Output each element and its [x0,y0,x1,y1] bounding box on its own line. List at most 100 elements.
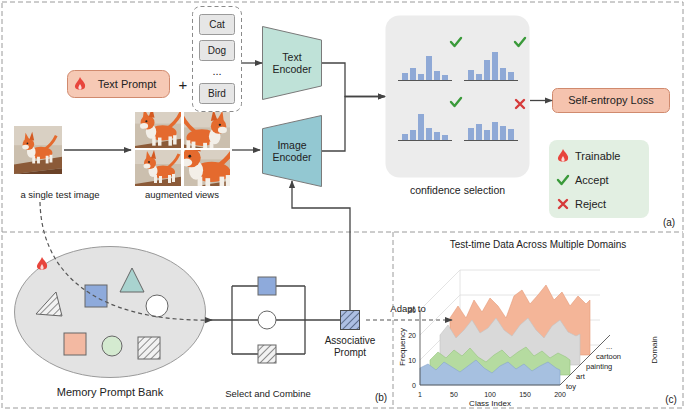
prompt-bank-shape [15,247,206,378]
augmented-view [174,102,238,166]
flame-icon [40,264,43,270]
histogram [476,124,482,140]
prompt-box: Text Prompt [67,70,170,98]
flame-icon [558,149,568,162]
flow-connector [322,63,385,97]
cross-icon [559,200,567,208]
encoder-block-label: Image Encoder [265,139,319,163]
legend-box [549,140,649,218]
domain-label: toy [566,383,576,391]
tick-label: 100 [484,391,496,398]
associative-prompt-outline [340,310,360,330]
dashed-arrow [40,202,452,320]
chart-grid [420,270,600,310]
prompt-token [102,336,122,356]
histogram [468,128,474,140]
cartoon-series [450,285,590,355]
image-caption: a single test image [20,190,99,200]
selected-token [258,311,276,329]
flame-icon [75,77,85,90]
histogram [500,68,506,80]
selection-panel-outline [385,15,530,178]
panel-tag: (a) [663,218,675,228]
histogram [418,114,424,140]
prompt-token [36,268,168,359]
legend-box [549,140,649,218]
arrow-label: Adapt to [390,304,425,314]
flow-connector [322,97,385,152]
histogram [418,74,424,80]
histogram [508,72,514,80]
selection-panel: confidence selection [385,15,530,178]
prompt-token [85,285,107,307]
histogram-axis [464,140,518,141]
histogram [492,122,498,140]
chart-title: Test-time Data Across Multiple Domains [450,240,627,250]
legend-label: Accept [575,175,609,186]
tick-label: 0 [412,382,416,389]
selected-token [258,345,276,363]
histogram-axis [398,81,518,141]
histogram [484,130,490,140]
flow-connector [530,100,552,101]
test-image [14,126,62,174]
dashed-arrow [40,202,212,320]
check-icon [451,38,461,46]
painting-series [440,318,580,365]
selected-token [258,277,276,295]
loss-box-shape [553,89,670,113]
augmented-view [130,100,188,158]
check-icon [515,38,525,46]
domain-label: art [576,373,585,381]
domain-label: cartoon [596,353,621,361]
prompt-token [146,295,168,317]
check-icon [558,176,568,184]
histogram [410,68,416,80]
histogram [476,74,482,80]
chart-grid [420,320,600,360]
class-list-group-shape [193,7,242,112]
histogram [442,135,448,140]
selection-panel-label: confidence selection [383,184,533,196]
encoder-block-shape [263,27,322,100]
flame-icon [561,156,564,162]
step-caption: Select and Combine [225,389,311,399]
encoder-block-label: Text Encoder [265,51,319,75]
histogram [434,132,440,140]
tick-label: 50 [450,391,458,398]
histogram [426,128,432,140]
encoder-block: Text Encoder [262,26,322,100]
class-list-group: CatDogBird [192,6,242,112]
check-icon [558,176,568,184]
histogram-axis [398,80,452,81]
histogram [484,60,490,80]
test-image [14,126,62,174]
chart-grid [420,270,600,385]
axis-title: Frequency [399,328,407,366]
tick-label: 200 [554,391,566,398]
toy-series [420,360,560,385]
chart-grid [420,345,600,385]
domain-label: painting [586,363,612,371]
cross-icon [516,100,524,108]
histogram [500,126,506,140]
chart-axis [420,310,610,385]
class-box-label: Cat [209,19,225,31]
associative-prompt-shape [341,311,360,330]
class-box-shape [200,84,235,104]
flow-arrow [232,149,260,150]
branch-wire [232,286,305,354]
histogram [402,73,408,80]
class-box: Bird [199,83,235,104]
cross-icon [559,200,567,208]
associative-prompt-label: Associative Prompt [310,335,390,358]
augmented-view [135,144,185,194]
histogram [434,71,440,80]
flame-icon [37,257,47,270]
augmented-view [130,100,188,158]
histogram [402,134,408,140]
panel-tag: (c) [665,395,677,405]
